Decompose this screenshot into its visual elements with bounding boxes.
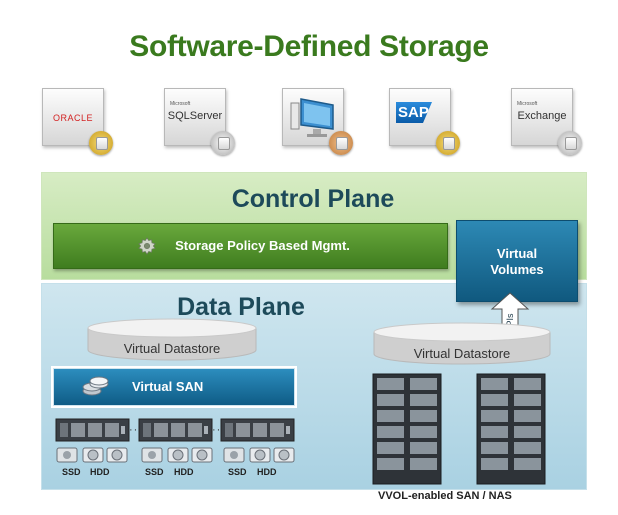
hdd-label: HDD: [257, 467, 277, 477]
bronze-policy-badge-icon: [329, 131, 353, 155]
exchange-logo-text: Exchange: [517, 110, 567, 122]
virtual-san-box: Virtual SAN: [53, 368, 295, 406]
virtual-volumes-line2: Volumes: [490, 262, 544, 277]
right-datastore-label: Virtual Datastore: [413, 346, 511, 361]
diagram-title: Software-Defined Storage: [129, 30, 489, 63]
virtual-san-label: Virtual SAN: [132, 379, 204, 394]
silver-policy-badge-icon: [558, 131, 582, 155]
oracle-logo-text: ORACLE: [52, 113, 93, 123]
right-virtual-datastore: Virtual Datastore: [372, 322, 552, 368]
sqlserver-app-tile: Microsoft SQLServer: [164, 88, 235, 155]
disk-stack-icon: [82, 376, 109, 396]
microsoft-label: Microsoft: [170, 101, 191, 107]
ssd-hdd-disks-icon: [141, 447, 213, 463]
oracle-app-tile: ORACLE: [42, 88, 113, 155]
desktop-monitor-icon: [290, 98, 334, 137]
virtual-volumes-line1: Virtual: [496, 246, 538, 261]
ssd-label: SSD: [145, 467, 164, 477]
server-3-icon: [220, 418, 295, 442]
gear-icon: [138, 237, 156, 255]
microsoft-label: Microsoft: [517, 101, 538, 107]
control-plane-title: Control Plane: [231, 185, 395, 213]
gold-policy-badge-icon: [436, 131, 460, 155]
sap-app-tile: SAP: [389, 88, 460, 155]
ssd-label: SSD: [62, 467, 81, 477]
exchange-app-tile: Microsoft Exchange: [511, 88, 582, 155]
storage-array-rack-icon: [372, 373, 442, 485]
ssd-hdd-disks-icon: [56, 447, 128, 463]
sap-logo-text: SAP: [396, 102, 432, 123]
data-plane-title: Data Plane: [177, 293, 305, 321]
server-2-icon: [138, 418, 213, 442]
hdd-label: HDD: [90, 467, 110, 477]
gold-policy-badge-icon: [89, 131, 113, 155]
silver-policy-badge-icon: [211, 131, 235, 155]
left-virtual-datastore: Virtual Datastore: [86, 318, 258, 364]
storage-array-rack-icon: [476, 373, 546, 485]
desktop-app-tile: [282, 88, 353, 155]
datastore-cylinder-icon: [87, 318, 257, 361]
storage-policy-label: Storage Policy Based Mgmt.: [175, 238, 350, 253]
virtual-volumes-box: Virtual Volumes: [456, 220, 578, 302]
storage-policy-box: Storage Policy Based Mgmt.: [53, 223, 448, 269]
ssd-hdd-disks-icon: [223, 447, 295, 463]
datastore-cylinder-icon: [373, 322, 551, 365]
server-1-icon: [55, 418, 130, 442]
hdd-label: HDD: [174, 467, 194, 477]
vvol-san-nas-caption: VVOL-enabled SAN / NAS: [378, 490, 512, 502]
ssd-label: SSD: [228, 467, 247, 477]
left-datastore-label: Virtual Datastore: [123, 341, 221, 356]
sqlserver-logo-text: SQLServer: [167, 110, 223, 122]
